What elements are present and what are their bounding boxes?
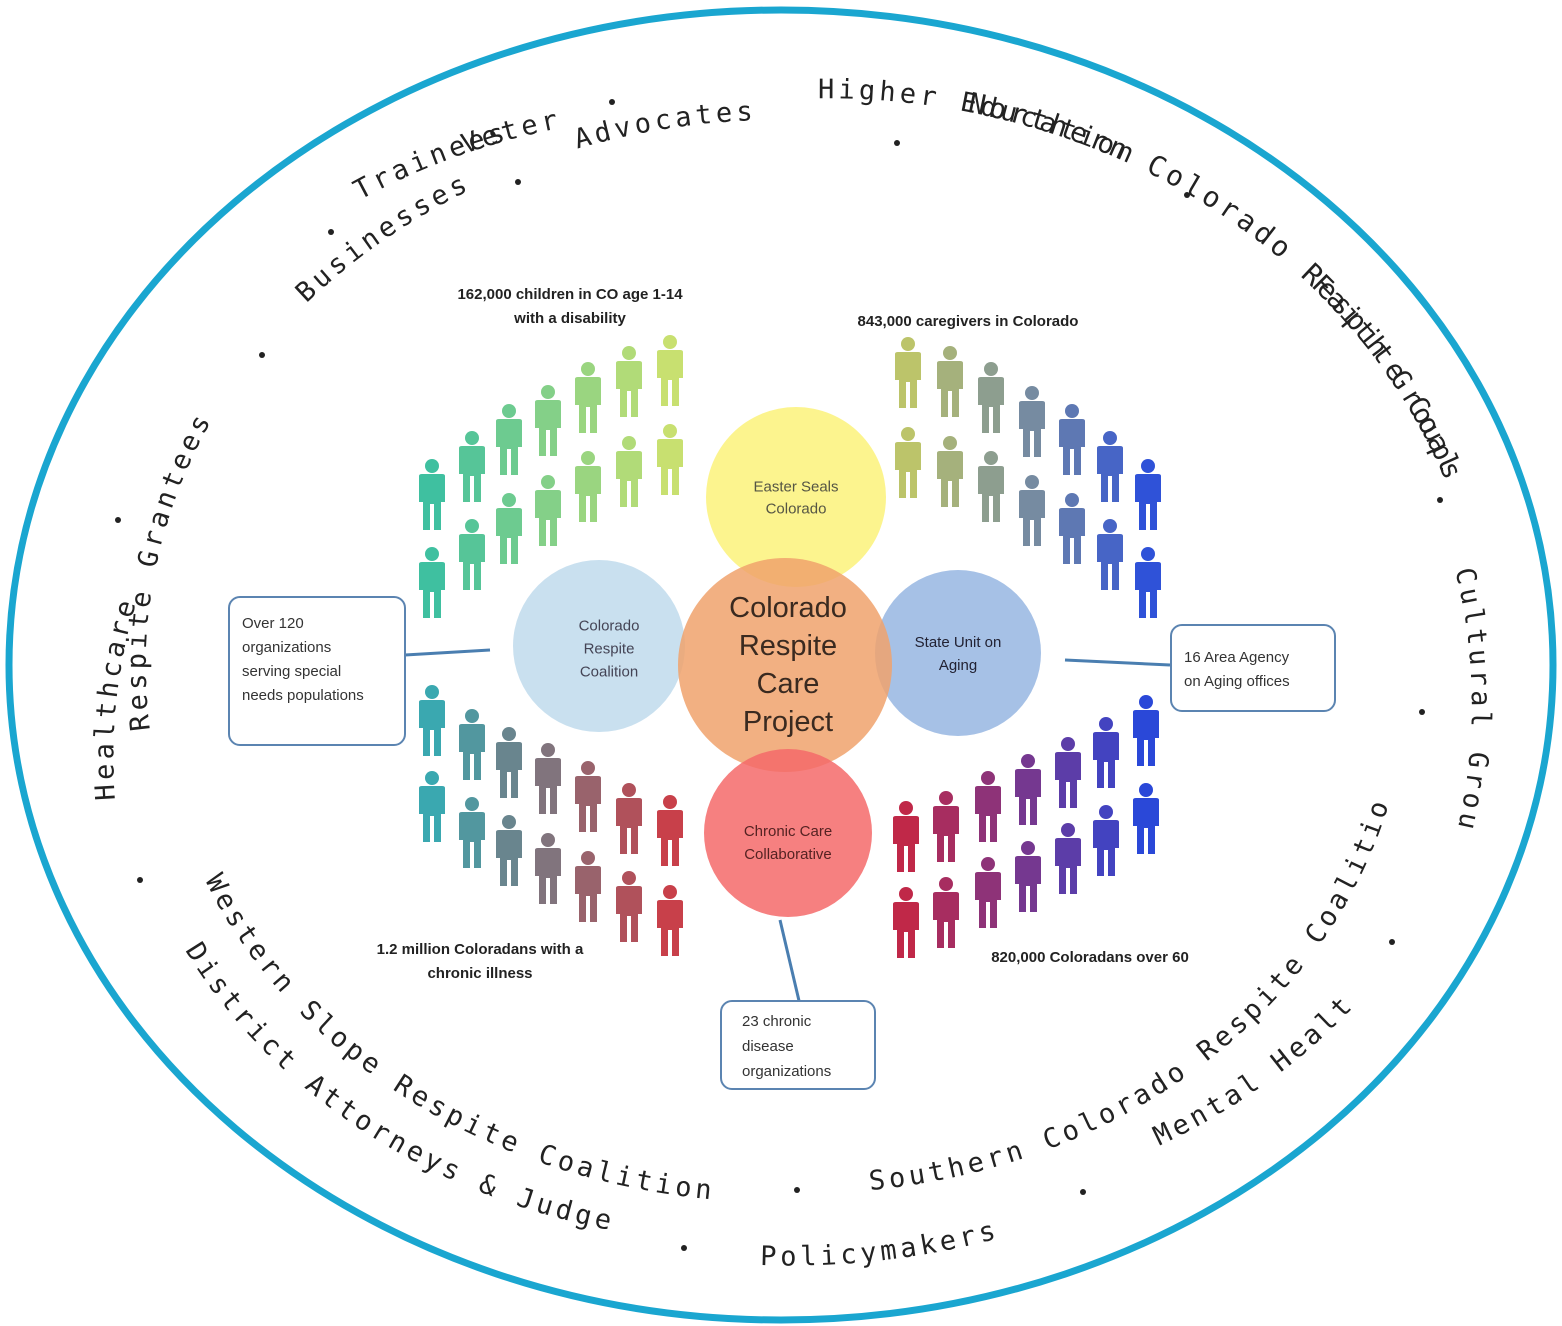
person-icon — [459, 709, 485, 780]
person-icon — [535, 475, 561, 546]
person-icon — [1097, 431, 1123, 502]
ring-label-advocates: Advocates — [571, 96, 757, 155]
person-icon — [978, 362, 1004, 433]
callout-organizations: Over 120 organizations serving special n… — [228, 596, 406, 746]
person-icon — [616, 346, 642, 417]
person-icon — [616, 871, 642, 942]
person-icon — [459, 431, 485, 502]
person-icon — [1055, 823, 1081, 894]
person-icon — [937, 346, 963, 417]
outer-ring — [5, 6, 1557, 1324]
callout-organizations-text: Over 120 organizations serving special n… — [242, 615, 364, 704]
person-icon — [496, 493, 522, 564]
stat-caregivers: 843,000 caregivers in Colorado — [857, 313, 1079, 330]
people-group-children — [419, 335, 683, 618]
person-icon — [1097, 519, 1123, 590]
petal-top-circle — [706, 407, 886, 587]
callout-chronic-disease: 23 chronic disease organizations — [720, 1000, 876, 1090]
stat-children-disability: 162,000 children in CO age 1-14 with a d… — [457, 286, 683, 327]
person-icon — [1093, 805, 1119, 876]
person-icon — [1059, 493, 1085, 564]
person-icon — [657, 795, 683, 866]
person-icon — [657, 885, 683, 956]
person-icon — [419, 459, 445, 530]
callout-area-agency-text: 16 Area Agency on Aging offices — [1184, 649, 1290, 690]
person-icon — [496, 727, 522, 798]
people-group-chronic — [419, 685, 683, 956]
person-icon — [1015, 841, 1041, 912]
person-icon — [1135, 459, 1161, 530]
person-icon — [1055, 737, 1081, 808]
person-icon — [975, 857, 1001, 928]
ring-label-respite-grantees: Respite Grantees — [122, 406, 219, 733]
person-icon — [575, 362, 601, 433]
stat-chronic-illness: 1.2 million Coloradans with a chronic il… — [376, 941, 584, 982]
ring-label-veterans: Veterans — [0, 0, 564, 160]
callout-area-agency: 16 Area Agency on Aging offices — [1170, 624, 1336, 712]
people-group-seniors — [893, 695, 1159, 958]
person-icon — [933, 791, 959, 862]
person-icon — [1133, 695, 1159, 766]
person-icon — [893, 801, 919, 872]
person-icon — [616, 783, 642, 854]
person-icon — [459, 519, 485, 590]
person-icon — [1059, 404, 1085, 475]
person-icon — [616, 436, 642, 507]
person-icon — [895, 427, 921, 498]
person-icon — [937, 436, 963, 507]
person-icon — [459, 797, 485, 868]
person-icon — [535, 385, 561, 456]
person-icon — [419, 771, 445, 842]
connector-right — [1064, 658, 1171, 667]
person-icon — [419, 547, 445, 618]
person-icon — [575, 451, 601, 522]
person-icon — [895, 337, 921, 408]
person-icon — [535, 833, 561, 904]
connector-left — [404, 648, 491, 657]
person-icon — [575, 761, 601, 832]
person-icon — [893, 887, 919, 958]
person-icon — [419, 685, 445, 756]
connector-bottom — [778, 919, 802, 1006]
person-icon — [496, 404, 522, 475]
person-icon — [496, 815, 522, 886]
person-icon — [1135, 547, 1161, 618]
person-icon — [1093, 717, 1119, 788]
petal-left-circle — [513, 560, 685, 732]
people-group-caregivers — [895, 337, 1161, 618]
person-icon — [933, 877, 959, 948]
petal-right-circle — [875, 570, 1041, 736]
person-icon — [1015, 754, 1041, 825]
callout-chronic-disease-text: 23 chronic disease organizations — [742, 1013, 832, 1080]
ring-label-faith-groups: Faith Groups — [1306, 269, 1470, 488]
person-icon — [1019, 475, 1045, 546]
ring-label-northern-colorado: Northern Colorado Respite Coalition — [0, 0, 1468, 481]
person-icon — [657, 335, 683, 406]
person-icon — [657, 424, 683, 495]
person-icon — [975, 771, 1001, 842]
ring-separator-dots — [115, 99, 1443, 1251]
center-circle — [678, 558, 892, 772]
ring-label-policymakers: Policymakers — [760, 1214, 1003, 1272]
person-icon — [978, 451, 1004, 522]
person-icon — [535, 743, 561, 814]
person-icon — [1133, 783, 1159, 854]
petal-bottom-circle — [704, 749, 872, 917]
person-icon — [575, 851, 601, 922]
person-icon — [1019, 386, 1045, 457]
stat-over-60: 820,000 Coloradans over 60 — [991, 949, 1189, 966]
